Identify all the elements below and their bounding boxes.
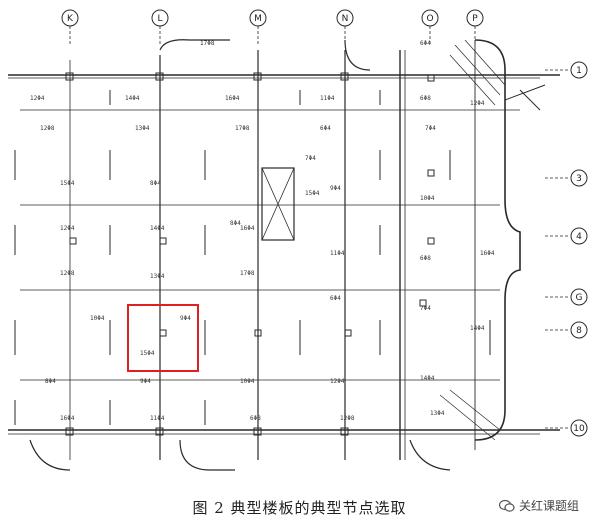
- rebar-label: 12Φ8: [340, 415, 355, 422]
- top-grid-markers: K L M N O P: [61, 9, 484, 45]
- rebar-label: 17Φ8: [240, 270, 255, 277]
- rebar-label: 14Φ4: [470, 325, 485, 332]
- grid-label-right: 3: [576, 174, 582, 184]
- rebar-label: 6Φ8: [420, 95, 431, 102]
- rebar-label: 12Φ4: [30, 95, 45, 102]
- rebar-label: 12Φ4: [470, 100, 485, 107]
- rebar-label: 16Φ4: [225, 95, 240, 102]
- rebar-label: 15Φ4: [60, 180, 75, 187]
- rebar-label: 11Φ4: [150, 415, 165, 422]
- rebar-label: 16Φ4: [60, 415, 75, 422]
- rebar-label: 12Φ8: [40, 125, 55, 132]
- grid-marker-right-8: 8: [545, 321, 588, 339]
- rebar-label: 10Φ4: [90, 315, 105, 322]
- rebar-label: 8Φ4: [230, 220, 241, 227]
- rebar-label: 11Φ4: [320, 95, 335, 102]
- grid-marker-top-M: M: [249, 9, 267, 45]
- rebar-label: 17Φ8: [235, 125, 250, 132]
- rebar-label: 6Φ4: [320, 125, 331, 132]
- slab-structure: [8, 39, 560, 471]
- rebar-label: 9Φ4: [180, 315, 191, 322]
- grid-label-right: 8: [576, 326, 582, 336]
- grid-marker-top-O: O: [421, 9, 439, 45]
- grid-marker-right-3: 3: [545, 169, 588, 187]
- grid-label-top: O: [426, 14, 433, 24]
- rebar-label: 13Φ4: [430, 410, 445, 417]
- rebar-label: 7Φ4: [420, 305, 431, 312]
- rebar-label: 6Φ4: [420, 40, 431, 47]
- grid-label-top: K: [67, 14, 74, 24]
- rebar-label: 9Φ4: [330, 185, 341, 192]
- rebar-label: 9Φ4: [140, 378, 151, 385]
- grid-label-top: M: [254, 14, 262, 24]
- grid-label-top: P: [472, 14, 478, 24]
- grid-label-right: 1: [576, 66, 582, 76]
- grid-marker-top-N: N: [336, 9, 354, 45]
- rebar-labels: 12Φ4 14Φ4 16Φ4 11Φ4 6Φ8 12Φ8 13Φ4 17Φ8 6Φ4 7Φ4 15Φ…: [30, 40, 495, 422]
- figure-caption: 图 2 典型楼板的典型节点选取: [192, 499, 407, 517]
- grid-marker-top-L: L: [151, 9, 169, 45]
- brand-watermark: 关红课题组: [498, 497, 579, 514]
- rebar-label: 10Φ4: [240, 378, 255, 385]
- rebar-label: 8Φ4: [45, 378, 56, 385]
- grid-label-right: G: [576, 293, 583, 303]
- rebar-label: 8Φ4: [150, 180, 161, 187]
- grid-marker-top-K: K: [61, 9, 79, 45]
- right-grid-markers: 1 3 4G 8 10: [545, 61, 588, 437]
- rebar-label: 15Φ4: [140, 350, 155, 357]
- grid-label-top: L: [157, 14, 162, 24]
- floor-slab-drawing: K L M N O P 1 3 4G 8 10: [8, 9, 588, 471]
- rebar-label: 6Φ4: [330, 295, 341, 302]
- highlighted-node-box: [127, 304, 199, 372]
- rebar-label: 14Φ4: [125, 95, 140, 102]
- rebar-label: 7Φ4: [305, 155, 316, 162]
- rebar-label: 10Φ4: [420, 195, 435, 202]
- rebar-label: 13Φ4: [150, 273, 165, 280]
- rebar-label: 16Φ4: [240, 225, 255, 232]
- rebar-label: 16Φ4: [480, 250, 495, 257]
- rebar-label: 14Φ4: [150, 225, 165, 232]
- rebar-label: 6Φ8: [250, 415, 261, 422]
- rebar-label: 6Φ8: [420, 255, 431, 262]
- brand-name: 关红课题组: [518, 499, 579, 513]
- grid-label-right: 4: [576, 232, 582, 242]
- rebar-label: 17Φ8: [200, 40, 215, 47]
- rebar-label: 13Φ4: [135, 125, 150, 132]
- grid-marker-right-4: 4: [545, 227, 588, 245]
- rebar-label: 11Φ4: [330, 250, 345, 257]
- rebar-label: 12Φ4: [60, 225, 75, 232]
- grid-marker-right-10: 10: [545, 419, 588, 437]
- rebar-label: 12Φ4: [330, 378, 345, 385]
- grid-marker-right-G: G: [545, 288, 588, 306]
- rebar-label: 12Φ8: [60, 270, 75, 277]
- grid-marker-right-1: 1: [545, 61, 588, 79]
- rebar-label: 15Φ4: [305, 190, 320, 197]
- grid-label-right: 10: [573, 424, 585, 434]
- wechat-icon: [498, 499, 515, 512]
- rebar-label: 7Φ4: [425, 125, 436, 132]
- rebar-label: 14Φ4: [420, 375, 435, 382]
- grid-label-top: N: [342, 14, 349, 24]
